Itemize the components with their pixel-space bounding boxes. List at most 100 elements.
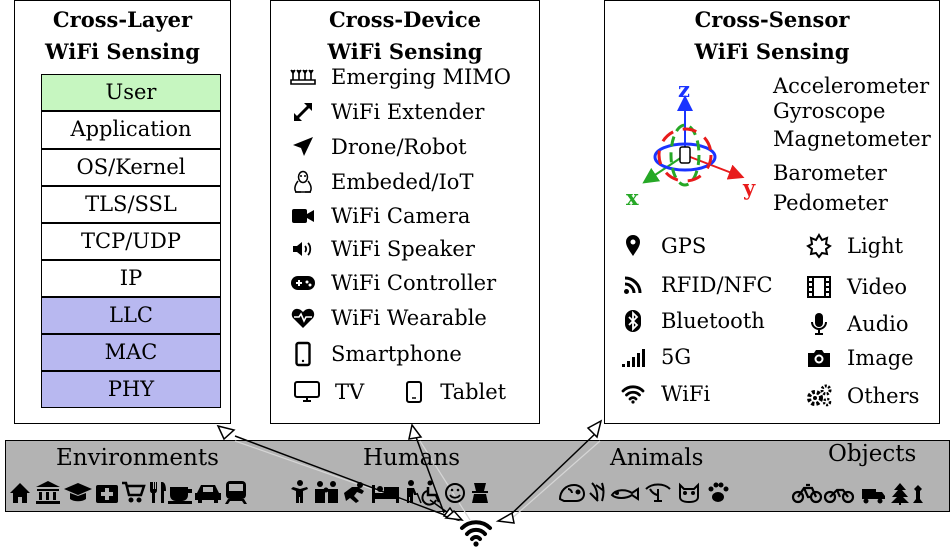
device-label: Embeded/IoT xyxy=(331,170,474,194)
video-camera-icon xyxy=(289,204,317,228)
sensor-magnetometer: Magnetometer xyxy=(773,127,931,151)
device-row-controller: WiFi Controller xyxy=(289,271,496,295)
sensor-row-image: Image xyxy=(805,346,914,370)
rss-icon xyxy=(619,273,647,297)
sensor-row-audio: Audio xyxy=(805,312,909,336)
cross-sensor-title-line2: WiFi Sensing xyxy=(694,39,850,64)
cross-device-title-line1: Cross-Device xyxy=(328,7,482,32)
sensor-row-bluetooth: Bluetooth xyxy=(619,309,765,333)
tablet-icon xyxy=(400,380,428,404)
device-label: Emerging MIMO xyxy=(331,65,512,89)
target-animals-label: Animals xyxy=(610,445,704,471)
device-label: WiFi Controller xyxy=(331,271,497,295)
wifi-source-icon xyxy=(460,520,492,547)
sensor-label: Light xyxy=(847,234,904,258)
sensor-barometer: Barometer xyxy=(773,161,887,185)
layer-llc: LLC xyxy=(41,297,221,334)
sensor-row-5g: 5G xyxy=(619,345,691,369)
target-humans-label: Humans xyxy=(363,445,461,471)
paper-plane-icon xyxy=(289,135,317,159)
cross-sensor-title-line1: Cross-Sensor xyxy=(694,7,850,32)
axis-y-label: y xyxy=(743,175,756,200)
sun-icon xyxy=(805,233,833,259)
objects-icons xyxy=(791,483,923,505)
heartbeat-icon xyxy=(289,306,317,330)
sensor-row-video: Video xyxy=(805,275,907,299)
layer-application: Application xyxy=(41,111,221,149)
expand-arrows-icon xyxy=(289,100,317,124)
humans-icons xyxy=(291,480,488,506)
device-label: WiFi Camera xyxy=(331,204,471,228)
cross-layer-panel: Cross-Layer WiFi Sensing User Applicatio… xyxy=(14,0,231,424)
device-row-extender: WiFi Extender xyxy=(289,100,484,124)
axis-x-label: x xyxy=(626,185,639,210)
cross-device-title-line2: WiFi Sensing xyxy=(327,39,483,64)
tv-label: TV xyxy=(335,380,365,404)
sensor-label: Video xyxy=(847,275,908,299)
cross-sensor-panel: Cross-Sensor WiFi Sensing z x y Accelero… xyxy=(604,0,940,424)
map-pin-icon xyxy=(619,234,647,258)
sensor-row-rfid: RFID/NFC xyxy=(619,273,773,297)
cross-device-panel: Cross-Device WiFi Sensing Emerging MIMO … xyxy=(270,0,540,424)
antenna-array-icon xyxy=(289,65,317,89)
microphone-icon xyxy=(805,312,833,336)
layer-os-kernel: OS/Kernel xyxy=(41,149,221,186)
cross-layer-title-line1: Cross-Layer xyxy=(52,7,193,32)
speaker-icon xyxy=(289,237,317,261)
film-icon xyxy=(805,275,833,299)
imu-axes-graphic xyxy=(642,95,745,187)
target-objects-label: Objects xyxy=(828,441,917,467)
sensor-label: GPS xyxy=(661,234,707,258)
sensor-row-wifi: WiFi xyxy=(619,382,710,406)
device-row-speaker: WiFi Speaker xyxy=(289,237,475,261)
device-label: Smartphone xyxy=(331,342,462,366)
device-row-camera: WiFi Camera xyxy=(289,204,470,228)
environments-icons xyxy=(10,481,247,504)
sensor-label: Image xyxy=(847,346,914,370)
layer-user: User xyxy=(41,74,221,111)
bluetooth-icon xyxy=(619,309,647,333)
target-environments-label: Environments xyxy=(56,445,219,471)
sensor-label: 5G xyxy=(661,345,692,369)
layer-ip: IP xyxy=(41,260,221,297)
device-row-drone: Drone/Robot xyxy=(289,135,467,159)
sensor-row-light: Light xyxy=(805,233,904,259)
tablet-label: Tablet xyxy=(440,380,507,404)
sensor-label: Bluetooth xyxy=(661,309,765,333)
sensor-gyroscope: Gyroscope xyxy=(773,99,886,123)
sensor-label: RFID/NFC xyxy=(661,273,773,297)
sensor-pedometer: Pedometer xyxy=(773,191,888,215)
wifi-icon xyxy=(619,382,647,406)
wifi-source xyxy=(459,517,493,551)
sensor-accelerometer: Accelerometer xyxy=(773,74,930,98)
device-label: Drone/Robot xyxy=(331,135,467,159)
device-row-wearable: WiFi Wearable xyxy=(289,306,487,330)
gamepad-icon xyxy=(289,271,317,295)
layer-tls-ssl: TLS/SSL xyxy=(41,186,221,223)
linux-penguin-icon xyxy=(289,170,317,194)
monitor-icon xyxy=(293,380,321,404)
smartphone-icon xyxy=(289,341,317,367)
device-row-tv-tablet: TV Tablet xyxy=(293,380,506,404)
device-label: WiFi Wearable xyxy=(331,306,487,330)
layer-mac: MAC xyxy=(41,334,221,371)
device-label: WiFi Extender xyxy=(331,100,485,124)
sensor-label: WiFi xyxy=(661,382,711,406)
layer-phy: PHY xyxy=(41,371,221,408)
animals-icons xyxy=(558,482,729,504)
sensor-row-others: Others xyxy=(805,384,919,408)
device-row-smartphone: Smartphone xyxy=(289,341,462,367)
device-row-iot: Embeded/IoT xyxy=(289,170,473,194)
camera-icon xyxy=(805,346,833,370)
sensor-label: Audio xyxy=(847,312,909,336)
signal-bars-icon xyxy=(619,345,647,369)
cross-layer-title-line2: WiFi Sensing xyxy=(45,39,200,64)
layer-tcp-udp: TCP/UDP xyxy=(41,223,221,260)
sensor-row-gps: GPS xyxy=(619,234,706,258)
device-row-mimo: Emerging MIMO xyxy=(289,65,511,89)
gears-icon xyxy=(805,384,833,408)
device-label: WiFi Speaker xyxy=(331,237,475,261)
axis-z-label: z xyxy=(678,77,690,102)
sensor-label: Others xyxy=(847,384,920,408)
